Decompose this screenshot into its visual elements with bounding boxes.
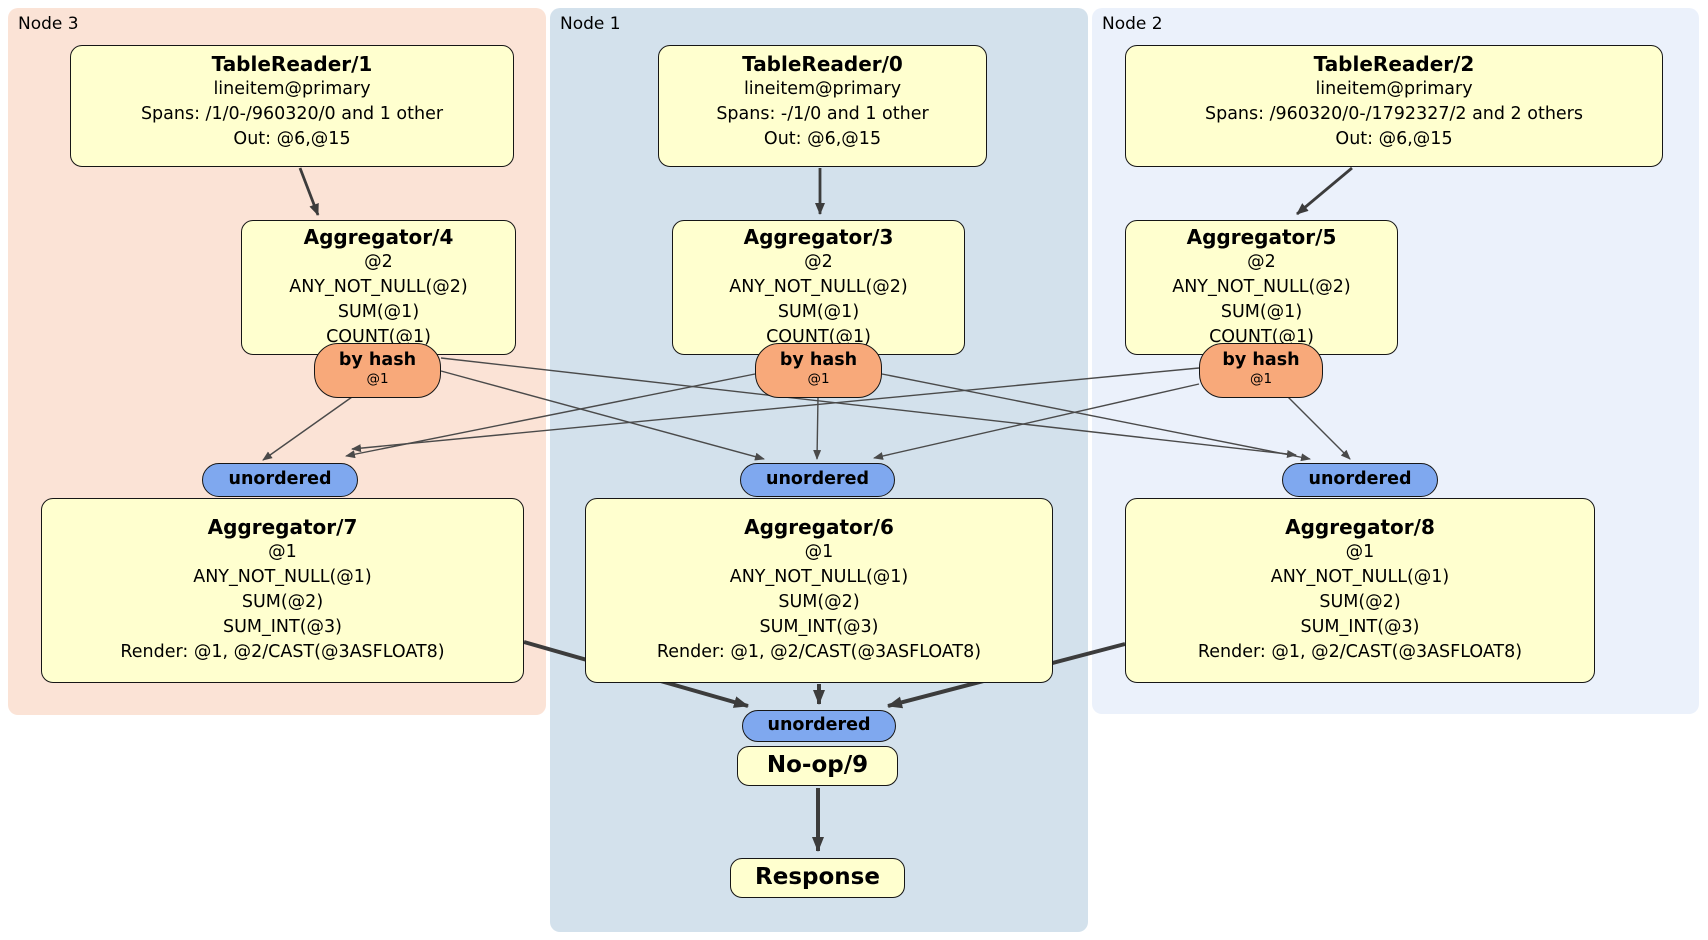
processor-detail: ANY_NOT_NULL(@2) [1172,277,1351,297]
processor-detail: ANY_NOT_NULL(@2) [289,277,468,297]
router-by-hash-node1: by hash @1 [755,343,882,398]
processor-tablereader-2: TableReader/2 lineitem@primary Spans: /9… [1125,45,1663,167]
processor-aggregator-6: Aggregator/6 @1 ANY_NOT_NULL(@1) SUM(@2)… [585,498,1053,683]
processor-detail: SUM_INT(@3) [223,617,342,637]
processor-detail: Spans: /960320/0-/1792327/2 and 2 others [1204,104,1583,124]
processor-detail: @2 [1247,252,1276,272]
processor-title: Response [755,864,880,890]
edge-router3-sync7 [262,396,353,461]
processor-detail: Out: @6,@15 [233,129,351,149]
processor-aggregator-5: Aggregator/5 @2 ANY_NOT_NULL(@2) SUM(@1)… [1125,220,1398,355]
processor-detail: @1 [804,542,834,562]
processor-title: No-op/9 [766,752,869,778]
edge-router3-sync6 [440,370,765,461]
processor-tablereader-1: TableReader/1 lineitem@primary Spans: /1… [70,45,514,167]
edge-tr2-agg5 [1296,166,1353,216]
processor-detail: COUNT(@1) [1209,327,1314,347]
processor-detail: ANY_NOT_NULL(@2) [729,277,908,297]
edge-router1-sync8 [881,373,1311,462]
processor-detail: @2 [804,252,833,272]
edge-router2-sync6 [873,383,1200,460]
sync-unordered-node2: unordered [1282,463,1438,497]
processor-detail: SUM_INT(@3) [759,617,879,637]
processor-detail: Render: @1, @2/CAST(@3ASFLOAT8) [1197,642,1523,662]
processor-detail: SUM(@2) [1319,592,1401,612]
processor-title: Aggregator/7 [207,515,358,539]
processor-detail: ANY_NOT_NULL(@1) [1270,567,1450,587]
router-label: by hash [1222,350,1300,370]
processor-title: Aggregator/3 [743,225,894,249]
processor-aggregator-3: Aggregator/3 @2 ANY_NOT_NULL(@2) SUM(@1)… [672,220,965,355]
edge-tr1-agg4 [298,167,320,216]
router-label: by hash [779,350,858,370]
router-by-hash-node2: by hash @1 [1199,343,1323,398]
processor-detail: Render: @1, @2/CAST(@3ASFLOAT8) [120,642,445,662]
processor-title: TableReader/0 [742,52,903,76]
processor-detail: Spans: -/1/0 and 1 other [716,104,929,124]
processor-detail: Spans: /1/0-/960320/0 and 1 other [140,104,444,124]
processor-detail: COUNT(@1) [766,327,871,347]
processor-noop-9: No-op/9 [737,746,898,786]
processor-detail: SUM(@2) [778,592,860,612]
sync-unordered-final: unordered [742,710,896,742]
processor-detail: lineitem@primary [1315,79,1473,99]
processor-detail: @1 [268,542,297,562]
processor-detail: lineitem@primary [213,79,371,99]
processor-detail: ANY_NOT_NULL(@1) [729,567,909,587]
processor-detail: ANY_NOT_NULL(@1) [193,567,372,587]
processor-detail: Out: @6,@15 [763,129,882,149]
router-detail: @1 [807,371,830,387]
processor-detail: SUM(@1) [777,302,860,322]
router-detail: @1 [1249,371,1273,387]
processor-detail: SUM(@1) [337,302,420,322]
processor-title: TableReader/2 [1313,52,1475,76]
node-group-label: Node 1 [560,14,621,34]
edge-router3-sync8 [440,357,1297,458]
processor-aggregator-8: Aggregator/8 @1 ANY_NOT_NULL(@1) SUM(@2)… [1125,498,1595,683]
response-box: Response [730,858,905,898]
sync-unordered-node3: unordered [202,463,358,497]
processor-aggregator-4: Aggregator/4 @2 ANY_NOT_NULL(@2) SUM(@1)… [241,220,516,355]
processor-detail: SUM(@2) [241,592,324,612]
processor-aggregator-7: Aggregator/7 @1 ANY_NOT_NULL(@1) SUM(@2)… [41,498,524,683]
processor-title: Aggregator/8 [1285,515,1435,539]
processor-detail: Out: @6,@15 [1335,129,1453,149]
router-label: by hash [338,350,417,370]
processor-title: TableReader/1 [211,52,373,76]
processor-detail: @2 [364,252,393,272]
edge-router2-sync8 [1287,396,1351,460]
processor-title: Aggregator/6 [744,515,894,539]
node-group-label: Node 2 [1102,14,1163,34]
processor-detail: SUM_INT(@3) [1300,617,1420,637]
edge-router1-sync7 [345,373,756,459]
edge-router1-sync6 [813,396,822,460]
processor-title: Aggregator/5 [1186,225,1337,249]
sync-unordered-node1: unordered [740,463,895,497]
processor-detail: COUNT(@1) [326,327,431,347]
processor-title: Aggregator/4 [303,225,454,249]
processor-detail: SUM(@1) [1220,302,1303,322]
node-group-label: Node 3 [18,14,79,34]
processor-detail: Render: @1, @2/CAST(@3ASFLOAT8) [656,642,982,662]
processor-tablereader-0: TableReader/0 lineitem@primary Spans: -/… [658,45,987,167]
router-by-hash-node3: by hash @1 [314,343,441,398]
processor-detail: @1 [1345,542,1375,562]
edge-router2-sync7 [351,367,1200,453]
router-detail: @1 [366,371,389,387]
processor-detail: lineitem@primary [743,79,902,99]
